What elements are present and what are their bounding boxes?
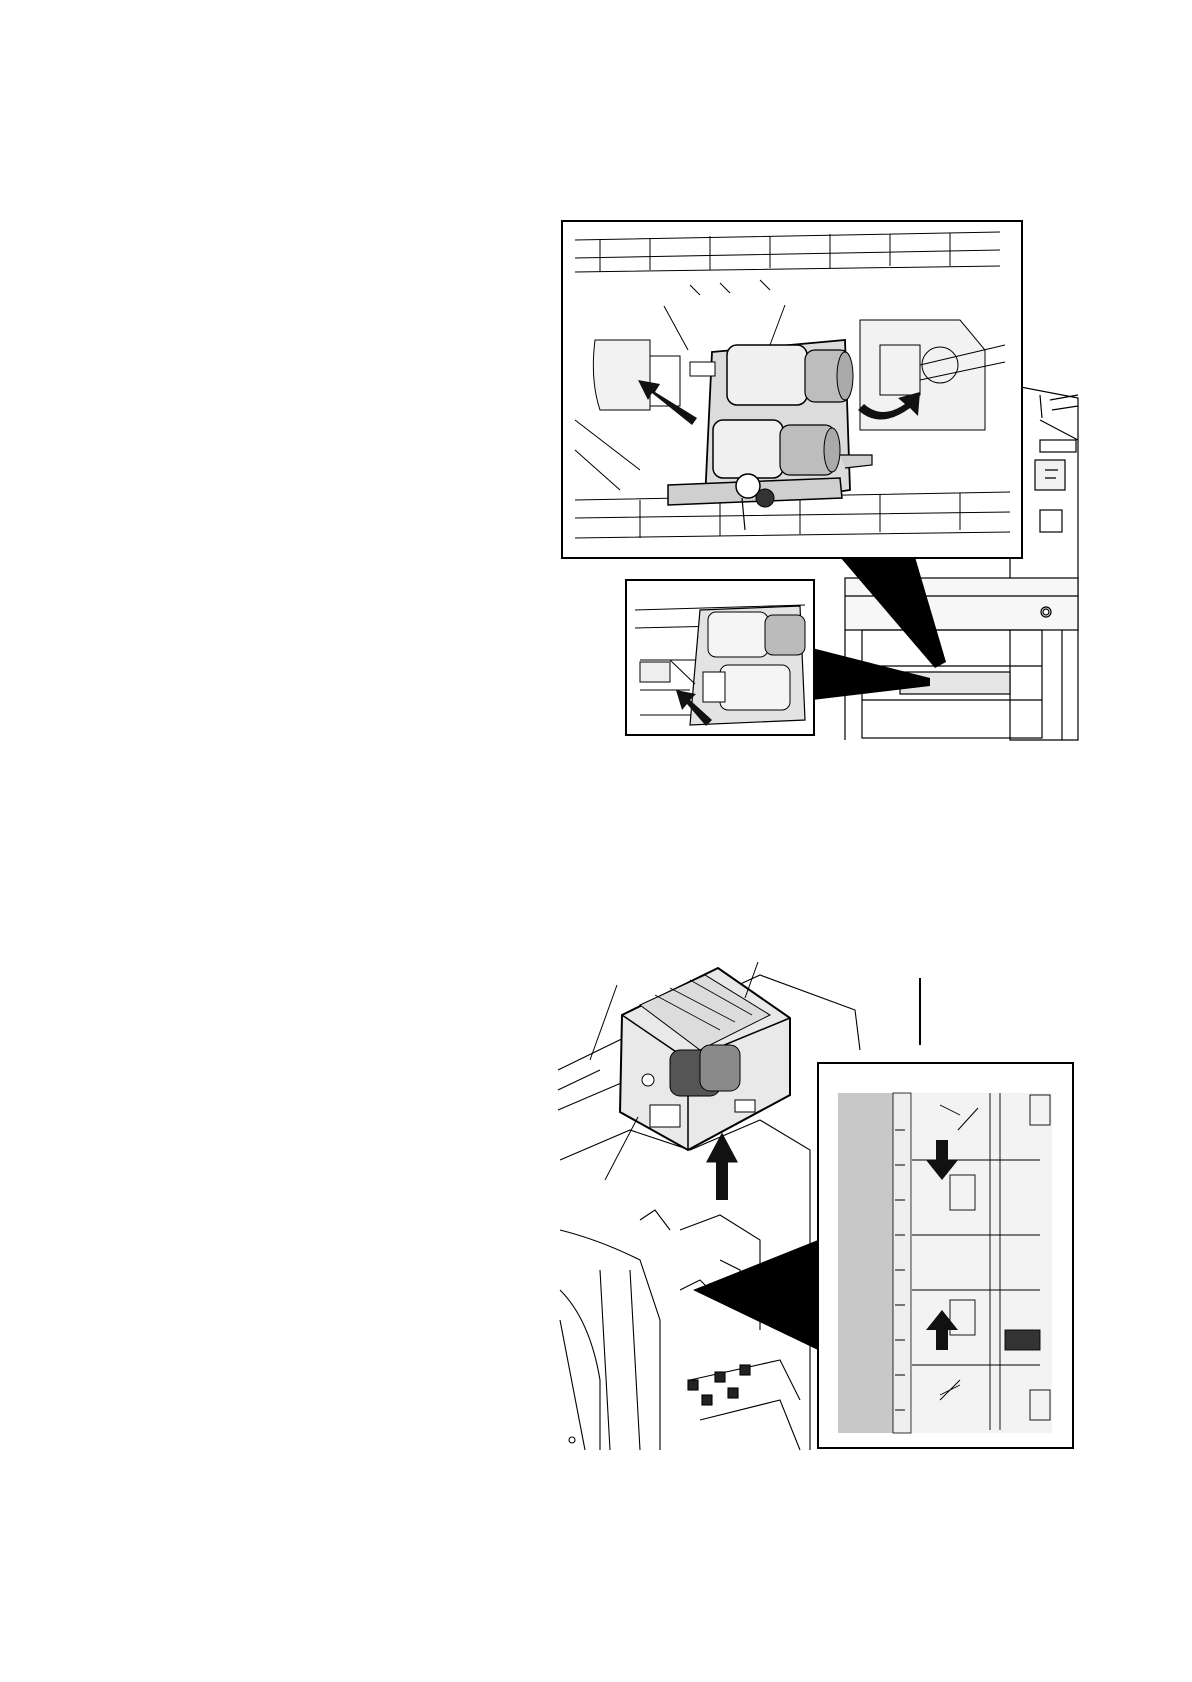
leader-line (958, 1108, 978, 1130)
zoom-wedge-bottom (693, 1240, 818, 1350)
figure-top (0, 0, 1192, 760)
cassette-overview (558, 975, 860, 1450)
leader-line (745, 962, 758, 998)
secondary-zoom-inset (626, 580, 814, 735)
arrow-icon (926, 1310, 958, 1350)
leader-line (940, 1380, 960, 1400)
arrow-icon (706, 1133, 738, 1201)
roller-unit (620, 968, 790, 1150)
bottom-zoom-inset (818, 1063, 1073, 1448)
arrow-icon (926, 1140, 958, 1180)
leader-line (605, 1117, 638, 1180)
leader-line (590, 985, 617, 1060)
main-zoom-inset (562, 221, 1022, 558)
